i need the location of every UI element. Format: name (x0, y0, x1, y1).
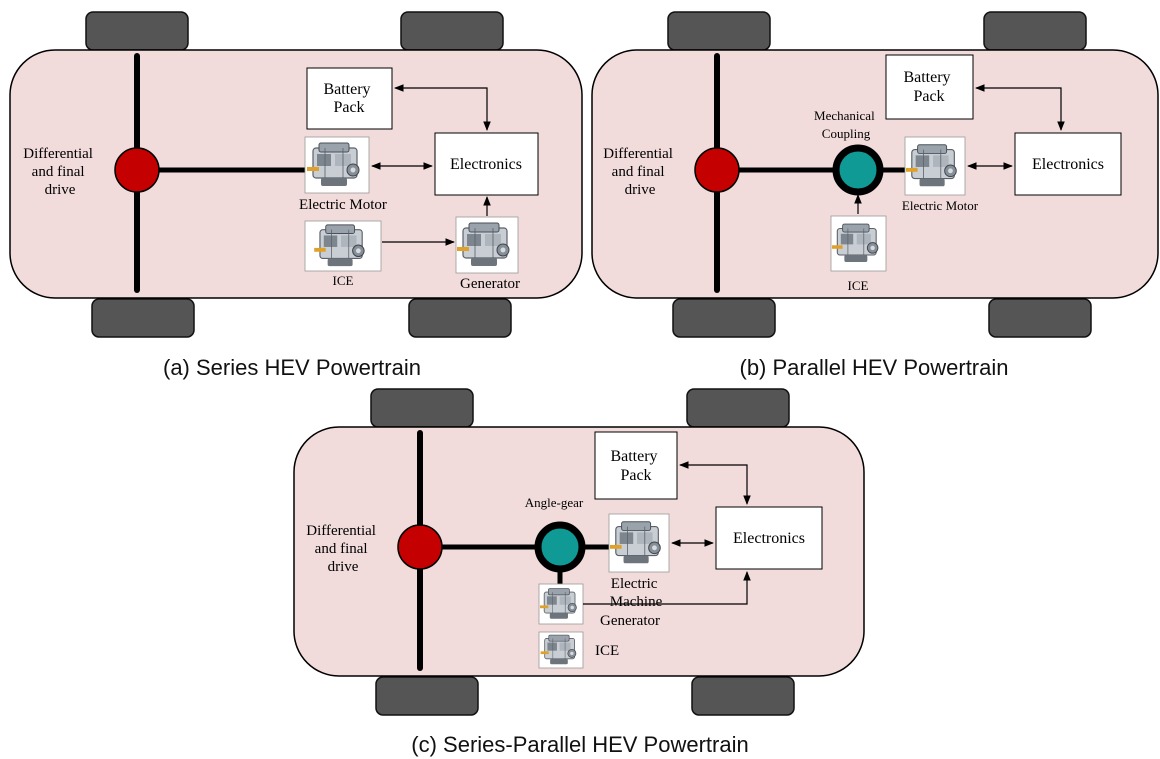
wheel-front-right (983, 11, 1087, 51)
caption-series-parallel: (c) Series-Parallel HEV Powertrain (411, 732, 748, 757)
arrow-battery-electronics (975, 84, 1065, 131)
wheel-rear-right (691, 676, 795, 716)
panel-series: Differential and final drive Battery Pac… (9, 11, 583, 380)
electric-motor-label: Electric Motor (902, 198, 979, 213)
ice-image (538, 631, 584, 669)
wheel-front-left (370, 388, 474, 428)
ice-image (304, 220, 382, 272)
electric-motor-image (904, 136, 966, 196)
battery-pack-label: Battery Pack (610, 448, 661, 484)
differential-node (397, 524, 443, 570)
differential-label: Differential and final drive (306, 523, 379, 575)
arrow-battery-electronics (679, 461, 751, 505)
wheel-rear-right (988, 298, 1092, 338)
panel-parallel: Differential and final drive Mechanical … (591, 11, 1159, 380)
electric-machine-label: Electric Machine (610, 576, 663, 610)
wheel-rear-left (375, 676, 479, 716)
battery-pack-label: Battery Pack (323, 81, 374, 116)
battery-pack-box (306, 67, 393, 130)
generator-image (538, 583, 584, 625)
angle-gear-node (534, 521, 586, 573)
electronics-label: Electronics (1032, 156, 1104, 173)
electric-motor-label: Electric Motor (299, 197, 387, 213)
caption-parallel: (b) Parallel HEV Powertrain (740, 355, 1009, 380)
electronics-label: Electronics (733, 530, 805, 547)
wheel-rear-right (408, 298, 512, 338)
battery-pack-box (885, 54, 974, 120)
differential-node (114, 147, 160, 193)
arrow-generator-electronics (583, 571, 751, 605)
generator-label: Generator (460, 276, 520, 292)
electronics-box (715, 506, 823, 570)
differential-label: Differential and final drive (603, 146, 676, 198)
ice-label: ICE (595, 643, 619, 659)
wheel-front-right (400, 11, 504, 51)
ice-label: ICE (333, 273, 354, 288)
ice-label: ICE (848, 278, 869, 293)
generator-image (455, 216, 519, 274)
arrow-battery-electronics (394, 84, 491, 131)
electronics-box (434, 132, 539, 196)
mechanical-coupling-node (832, 144, 884, 196)
electric-motor-image (304, 136, 370, 194)
electronics-label: Electronics (450, 156, 522, 173)
electronics-box (1014, 132, 1122, 196)
wheel-front-left (667, 11, 771, 51)
caption-series: (a) Series HEV Powertrain (163, 355, 421, 380)
wheel-front-left (85, 11, 189, 51)
differential-node (694, 147, 740, 193)
wheel-rear-left (91, 298, 195, 338)
wheel-rear-left (672, 298, 776, 338)
battery-pack-box (594, 431, 678, 500)
electric-machine-image (608, 513, 670, 573)
wheel-front-right (686, 388, 790, 428)
angle-gear-label: Angle-gear (525, 495, 584, 510)
differential-label: Differential and final drive (23, 146, 96, 198)
ice-image (830, 215, 887, 272)
panel-series-parallel: Differential and final drive Angle-gear … (293, 388, 865, 757)
mechanical-coupling-label: Mechanical Coupling (814, 108, 878, 141)
battery-pack-label: Battery Pack (903, 69, 954, 105)
generator-label: Generator (600, 613, 660, 629)
